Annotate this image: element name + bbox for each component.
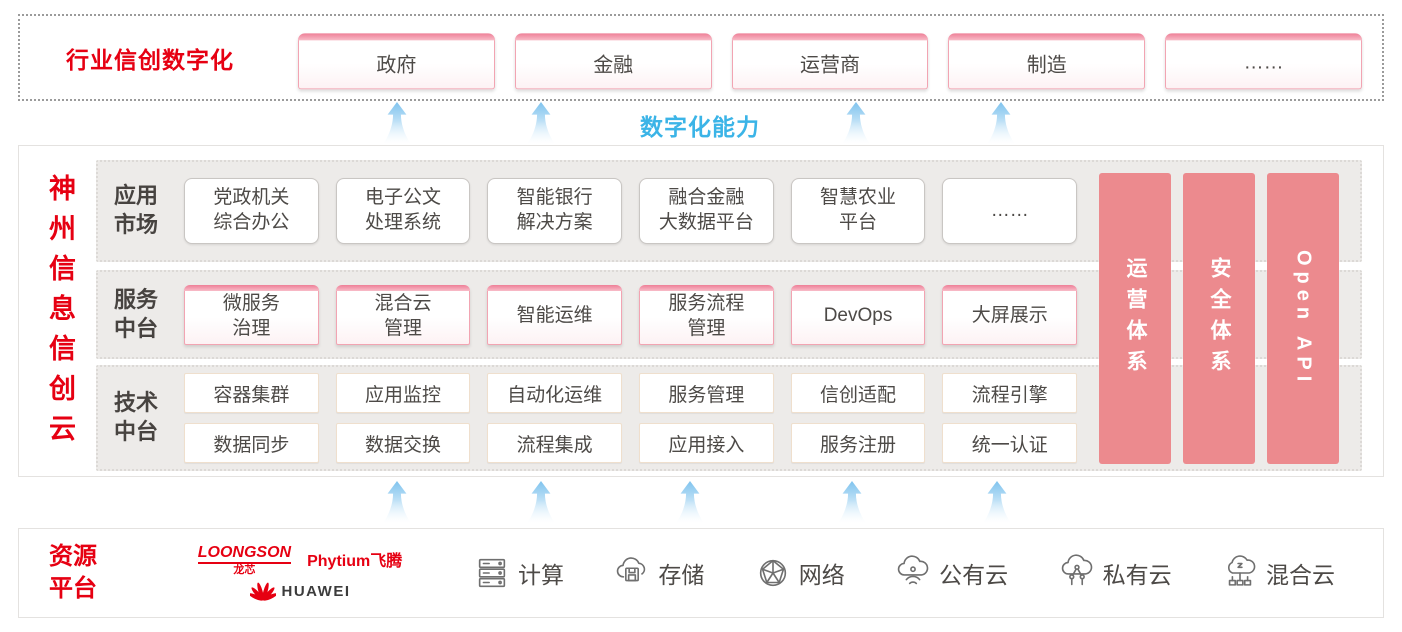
- tech-box: 数据同步: [184, 423, 319, 463]
- service-middle-label: 服务 中台: [114, 286, 159, 341]
- service-box: 智能运维: [487, 284, 623, 345]
- resource-network: 网络: [754, 554, 845, 592]
- app-box: 智能银行 解决方案: [487, 178, 623, 244]
- app-market-items: 党政机关 综合办公 电子公文 处理系统 智能银行 解决方案 融合金融 大数据平台…: [184, 178, 1078, 244]
- public-cloud-icon: [897, 555, 929, 585]
- huawei-flower-icon: [249, 582, 276, 601]
- resource-compute: 计算: [473, 554, 564, 592]
- service-box: 大屏展示: [942, 284, 1078, 345]
- app-box-more: ……: [942, 178, 1078, 244]
- tech-box: 应用监控: [335, 373, 471, 413]
- resource-platform-band: 资源 平台 LOONGSON 龙芯 Phytium飞腾: [18, 528, 1384, 618]
- capability-label: 数字化能力: [640, 114, 760, 140]
- service-box: 服务流程 管理: [639, 284, 774, 345]
- resource-arrows-band: [0, 479, 1402, 529]
- platform-box: 神州信息信创云 应用 市场 党政机关 综合办公 电子公文 处理系统 智能银行 解…: [18, 145, 1384, 477]
- app-market-row: 应用 市场 党政机关 综合办公 电子公文 处理系统 智能银行 解决方案 融合金融…: [96, 160, 1362, 262]
- service-box: DevOps: [790, 284, 926, 345]
- service-middle-row: 服务 中台 微服务 治理 混合云 管理 智能运维 服务流程 管理 DevOps …: [96, 270, 1362, 359]
- industry-box-operator: 运营商: [731, 32, 929, 89]
- up-arrow-icon: [526, 102, 556, 145]
- tech-middle-row: 技术 中台 容器集群 应用监控 自动化运维 服务管理 信创适配 流程引擎 数据同…: [96, 365, 1362, 471]
- tech-box: 流程引擎: [942, 373, 1078, 413]
- hybrid-cloud-icon: [1227, 555, 1256, 586]
- capability-band: 数字化能力: [0, 100, 1402, 146]
- vendor-logos: LOONGSON 龙芯 Phytium飞腾: [185, 545, 415, 601]
- tech-box: 服务注册: [790, 423, 926, 463]
- industry-box-list: 政府 金融 运营商 制造 ……: [298, 32, 1362, 89]
- resource-hybrid-cloud: 混合云: [1221, 554, 1335, 592]
- up-arrow-icon: [526, 481, 556, 524]
- app-box: 智慧农业 平台: [790, 178, 926, 244]
- tech-box: 信创适配: [790, 373, 926, 413]
- service-box: 微服务 治理: [184, 284, 319, 345]
- industry-box-more: ……: [1165, 32, 1362, 89]
- resource-list: 计算 存储 网络: [473, 554, 1383, 592]
- app-box: 融合金融 大数据平台: [639, 178, 774, 244]
- tech-box: 自动化运维: [487, 373, 623, 413]
- resource-storage: 存储: [613, 554, 704, 592]
- app-market-label: 应用 市场: [114, 183, 159, 237]
- tech-middle-label: 技术 中台: [114, 390, 159, 444]
- resource-platform-label: 资源 平台: [49, 542, 97, 602]
- industry-box-finance: 金融: [514, 32, 712, 89]
- up-arrow-icon: [837, 481, 867, 524]
- tech-box: 流程集成: [487, 423, 623, 463]
- side-bar-open-api: Open API: [1267, 173, 1339, 464]
- up-arrow-icon: [986, 102, 1016, 145]
- up-arrow-icon: [675, 481, 705, 524]
- industry-band-title: 行业信创数字化: [66, 46, 234, 73]
- service-box: 混合云 管理: [335, 284, 471, 345]
- tech-row-2: 数据同步 数据交换 流程集成 应用接入 服务注册 统一认证: [184, 423, 1078, 463]
- industry-box-manufacturing: 制造: [948, 32, 1146, 89]
- resource-private-cloud: 私有云: [1058, 554, 1172, 592]
- app-box: 电子公文 处理系统: [335, 178, 471, 244]
- tech-middle-items: 容器集群 应用监控 自动化运维 服务管理 信创适配 流程引擎 数据同步 数据交换…: [184, 373, 1078, 463]
- storage-icon: [617, 557, 646, 582]
- tech-box: 统一认证: [942, 423, 1078, 463]
- tech-box: 容器集群: [184, 373, 319, 413]
- private-cloud-icon: [1061, 554, 1092, 586]
- side-bar-operation-system: 运营体系: [1099, 173, 1171, 464]
- industry-band: 行业信创数字化 政府 金融 运营商 制造 ……: [18, 14, 1384, 101]
- up-arrow-icon: [982, 481, 1012, 524]
- tech-box: 服务管理: [639, 373, 774, 413]
- tech-box: 数据交换: [335, 423, 471, 463]
- network-icon: [759, 559, 786, 587]
- up-arrow-icon: [382, 481, 412, 524]
- phytium-logo: Phytium飞腾: [307, 553, 403, 570]
- huawei-logo: HUAWEI: [249, 581, 351, 601]
- loongson-logo: LOONGSON 龙芯: [197, 544, 292, 576]
- tech-row-1: 容器集群 应用监控 自动化运维 服务管理 信创适配 流程引擎: [184, 373, 1078, 413]
- service-middle-items: 微服务 治理 混合云 管理 智能运维 服务流程 管理 DevOps 大屏展示: [184, 284, 1078, 345]
- resource-public-cloud: 公有云: [894, 554, 1008, 592]
- app-box: 党政机关 综合办公: [184, 178, 319, 244]
- tech-box: 应用接入: [639, 423, 774, 463]
- up-arrow-icon: [382, 102, 412, 145]
- compute-icon: [478, 558, 506, 588]
- platform-title: 神州信息信创云: [45, 174, 75, 454]
- industry-box-government: 政府: [298, 32, 495, 89]
- up-arrow-icon: [841, 102, 871, 145]
- side-bar-security-system: 安全体系: [1183, 173, 1255, 464]
